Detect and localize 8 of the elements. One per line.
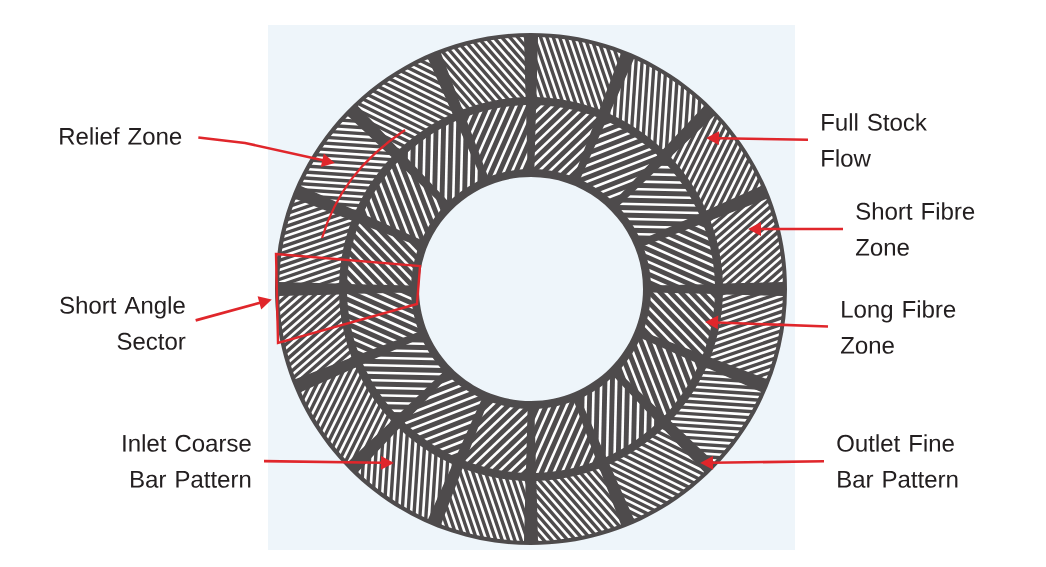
- label-text: Full Stock Flow: [822, 113, 927, 167]
- sector-outline: [274, 252, 422, 345]
- label-text: Short Fibre Zone: [855, 202, 975, 256]
- label-text: Short Angle Sector: [60, 296, 186, 350]
- label-text: Long Fibre Zone: [840, 300, 956, 354]
- label-text: Outlet Fine Bar Pattern: [837, 434, 958, 488]
- label-text: Inlet Coarse Bar Pattern: [123, 434, 251, 488]
- label-text: Relief Zone: [60, 127, 182, 145]
